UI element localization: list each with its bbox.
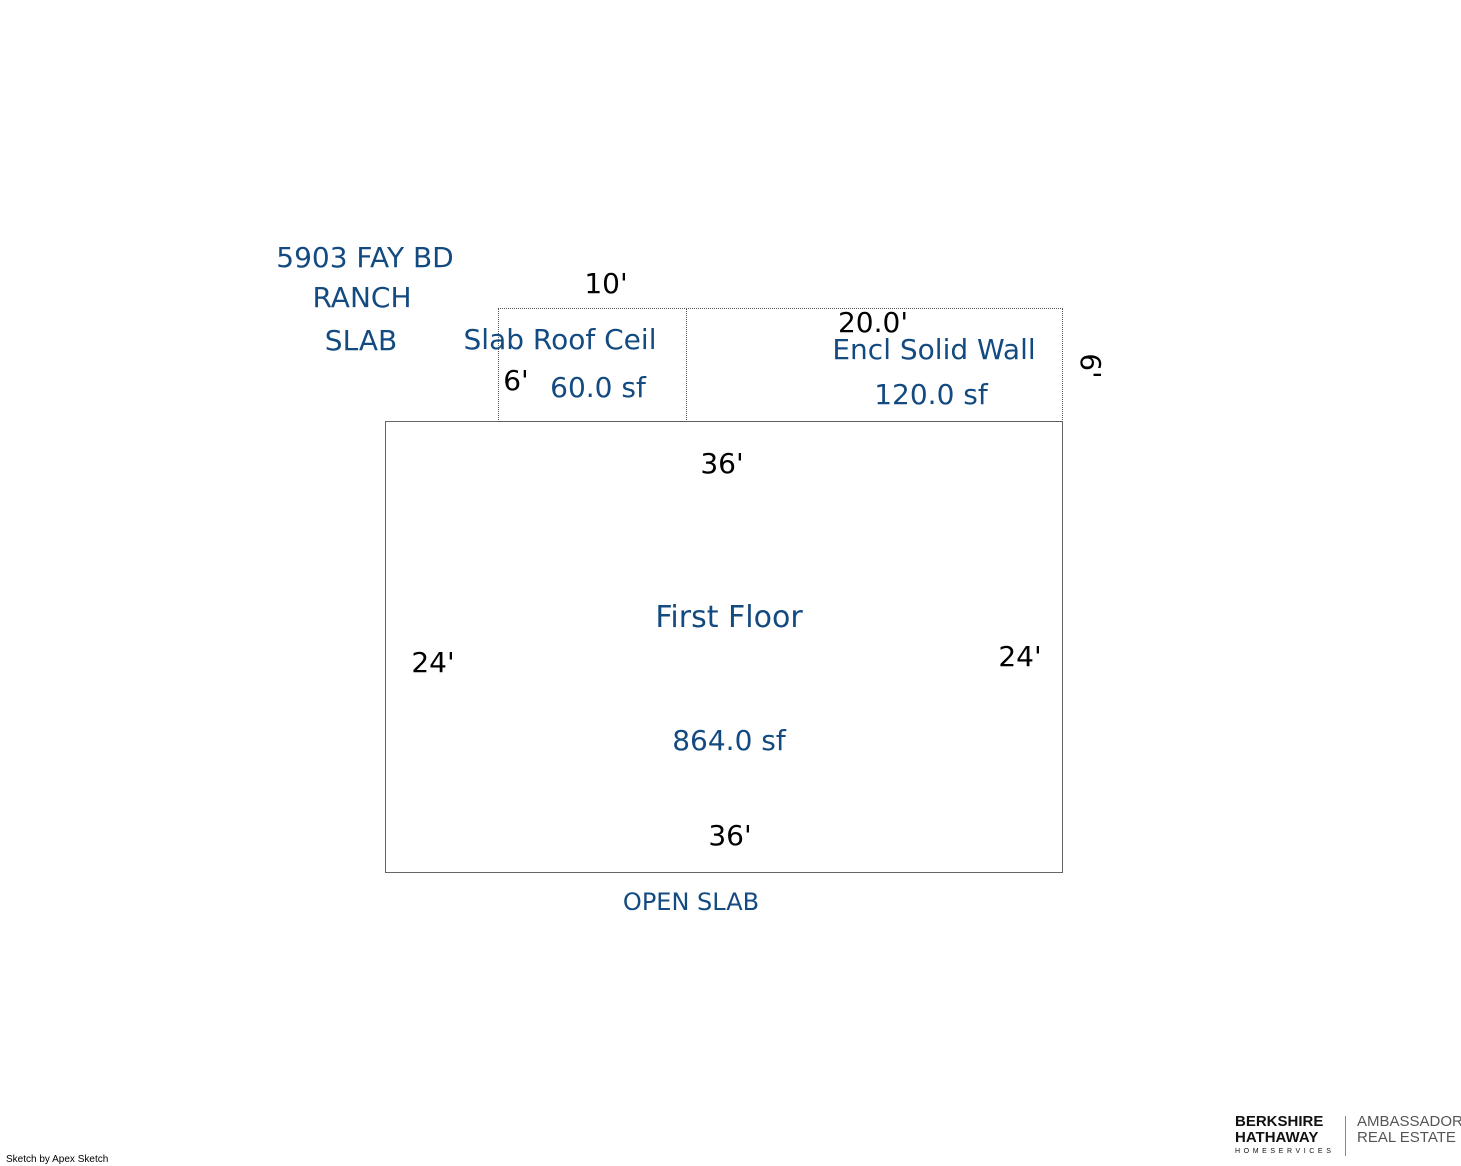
encl-solid-wall-outline (686, 308, 1063, 422)
encl-solid-wall-area: 120.0 sf (874, 378, 988, 411)
dim-first-right: 24' (998, 640, 1042, 673)
dim-first-left: 24' (411, 646, 455, 679)
dim-encl-right: 6' (1074, 353, 1107, 379)
first-floor-outline (385, 421, 1063, 873)
dim-slab-top: 10' (584, 267, 628, 300)
slab-roof-ceil-label: Slab Roof Ceil (463, 323, 657, 356)
logo-line2: HATHAWAY (1235, 1129, 1319, 1146)
open-slab-label: OPEN SLAB (622, 888, 760, 916)
dim-first-top: 36' (700, 447, 744, 480)
logo-right1: AMBASSADOR (1357, 1113, 1461, 1130)
style-label: RANCH (312, 281, 412, 314)
sketch-credit: Sketch by Apex Sketch (6, 1154, 109, 1165)
logo-line3: HOMESERVICES (1235, 1148, 1335, 1155)
logo-line1: BERKSHIRE (1235, 1113, 1324, 1130)
slab-roof-ceil-area: 60.0 sf (550, 371, 646, 404)
encl-solid-wall-label: Encl Solid Wall (832, 333, 1036, 366)
first-floor-area: 864.0 sf (672, 724, 786, 757)
logo-right2: REAL ESTATE (1357, 1129, 1456, 1146)
foundation-label: SLAB (324, 324, 398, 357)
address-label: 5903 FAY BD (276, 241, 454, 274)
brokerage-logo: BERKSHIRE HATHAWAY HOMESERVICES AMBASSAD… (1235, 1114, 1461, 1160)
dim-first-bottom: 36' (708, 819, 752, 852)
logo-divider (1345, 1116, 1346, 1156)
dim-slab-left: 6' (503, 364, 529, 397)
dim-encl-top: 20.0' (837, 306, 909, 339)
first-floor-label: First Floor (655, 600, 803, 635)
